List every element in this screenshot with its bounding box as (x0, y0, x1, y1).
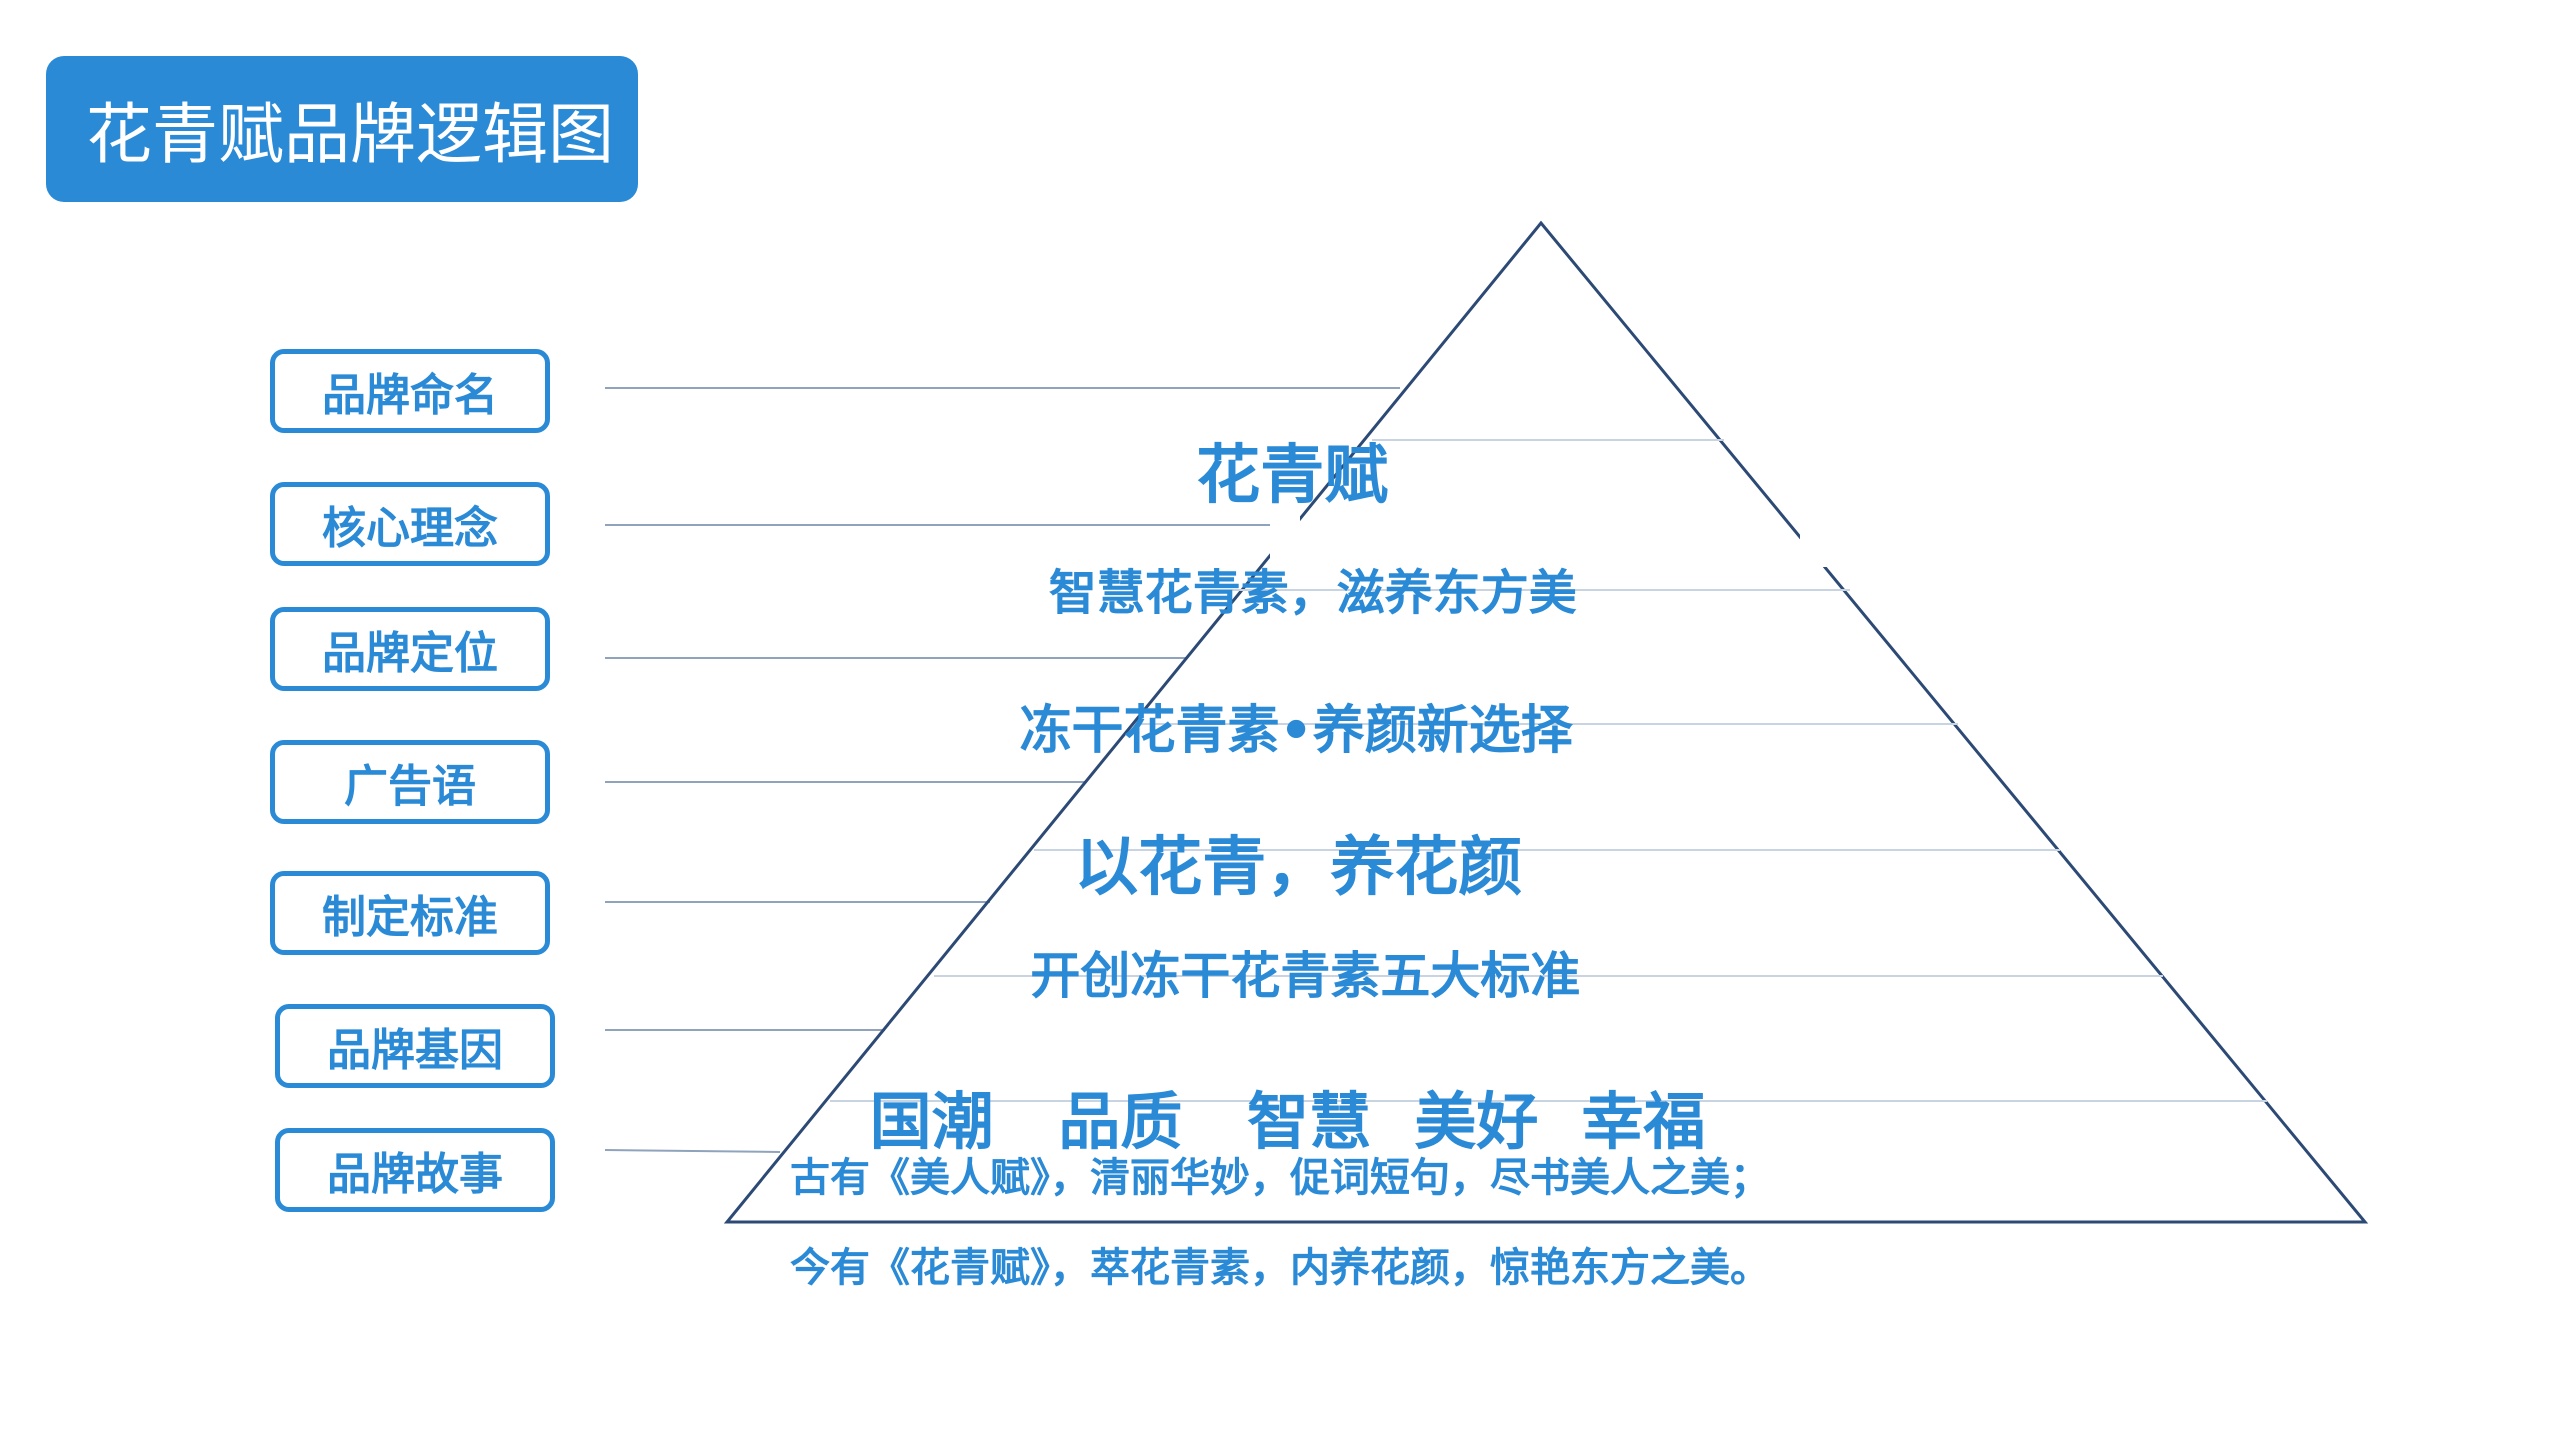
layer-positioning-text: 冻干花青素•养颜新选择 (1019, 701, 1573, 761)
label-text: 广告语 (344, 761, 476, 812)
label-text: 品牌命名 (322, 370, 498, 421)
layer-brand-gene-text: 国潮 品质 智慧 美好 幸福 (869, 1085, 1706, 1158)
connector-line-story (604, 1149, 781, 1153)
label-text: 制定标准 (322, 892, 498, 943)
layer-standard-text: 开创冻干花青素五大标准 (1030, 947, 1581, 1005)
page-title-text: 花青赋品牌逻辑图 (86, 96, 614, 173)
layer-positioning: 冻干花青素•养颜新选择 (0, 632, 2558, 764)
page-title: 花青赋品牌逻辑图 (46, 56, 638, 202)
layer-brand-name-text: 花青赋 (1196, 439, 1389, 513)
label-brand-gene: 品牌基因 (275, 1004, 555, 1088)
story-line-2: 今有《花青赋》，萃花青素，内养花颜，惊艳东方之美。 (790, 1245, 1770, 1291)
label-text: 品牌基因 (327, 1025, 503, 1076)
label-text: 品牌定位 (322, 628, 498, 679)
label-brand-naming: 品牌命名 (270, 349, 550, 433)
label-brand-positioning: 品牌定位 (270, 607, 550, 691)
label-brand-story: 品牌故事 (275, 1128, 555, 1212)
layer-core-concept-text: 智慧花青素，滋养东方美 (1048, 565, 1577, 621)
story-line-1: 古有《美人赋》，清丽华妙，促词短句，尽书美人之美； (790, 1155, 1770, 1201)
label-core-concept: 核心理念 (270, 482, 550, 566)
layer-brand-name: 花青赋 (0, 356, 2550, 516)
label-set-standard: 制定标准 (270, 871, 550, 955)
layer-brand-story: 古有《美人赋》，清丽华妙，促词短句，尽书美人之美； 今有《花青赋》，萃花青素，内… (0, 1114, 2560, 1313)
outline-gap (1270, 505, 1300, 567)
label-text: 品牌故事 (327, 1149, 503, 1200)
outline-gap (1800, 505, 1830, 567)
layer-core-concept: 智慧花青素，滋养东方美 (16, 500, 2560, 624)
layer-slogan-text: 以花青，养花颜 (1074, 831, 1523, 905)
layer-brand-gene: 国潮 品质 智慧 美好 幸福 (0, 1002, 2546, 1162)
label-text: 核心理念 (322, 503, 498, 554)
label-slogan: 广告语 (270, 740, 550, 824)
pyramid-outline (723, 220, 2369, 1224)
layer-slogan: 以花青，养花颜 (0, 748, 2556, 908)
layer-standard: 开创冻干花青素五大标准 (8, 880, 2560, 1008)
